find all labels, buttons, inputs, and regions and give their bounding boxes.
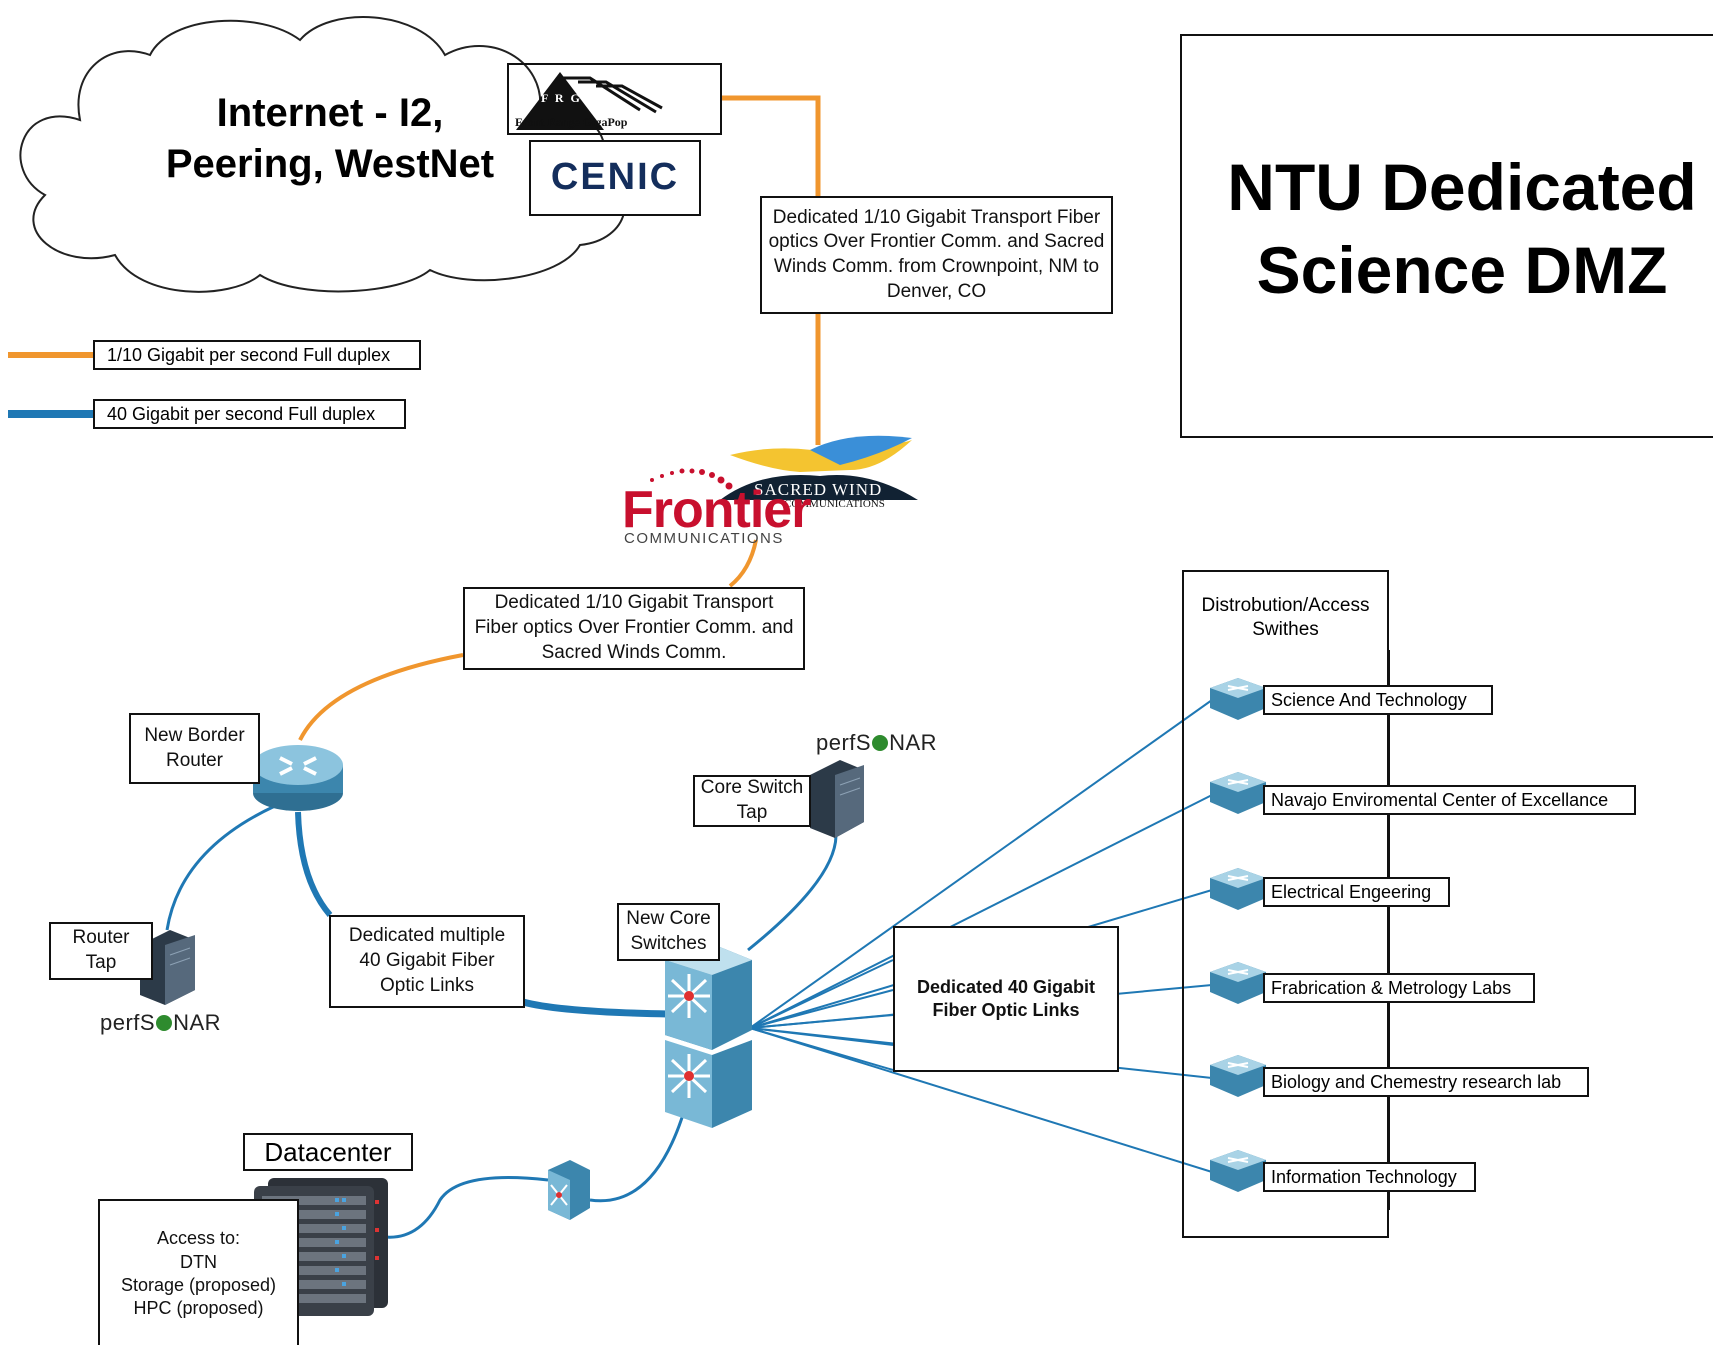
link-core-to-core-tap <box>747 835 838 952</box>
transport-mid-box: Dedicated 1/10 Gigabit Transport Fiber o… <box>463 587 805 670</box>
datacenter-title: Datacenter <box>243 1133 413 1171</box>
switch-label-science-technology: Science And Technology <box>1263 685 1493 715</box>
datacenter-access-box: Access to: DTN Storage (proposed) HPC (p… <box>98 1199 299 1345</box>
switch-label-electrical-engineering: Electrical Engeering <box>1263 877 1450 907</box>
link-router-to-multi40g <box>295 811 333 917</box>
perfsonar-dot-icon <box>872 735 889 751</box>
cenic-text: CENIC <box>550 156 680 199</box>
link-router-to-router-tap <box>165 804 276 931</box>
sacred-wind-eagle-icon <box>720 435 918 500</box>
link-frontier-to-transport <box>728 539 758 588</box>
frontier-sub: COMMUNICATIONS <box>624 530 784 547</box>
multi-40g-links-box: Dedicated multiple 40 Gigabit Fiber Opti… <box>329 915 525 1008</box>
internet-cloud <box>19 16 626 293</box>
sacred-wind-sub: COMMUNICATIONS <box>784 498 885 510</box>
legend-item-blue: 40 Gigabit per second Full duplex <box>93 399 406 429</box>
switch-label-information-technology: Information Technology <box>1263 1162 1476 1192</box>
core-switches-label: New Core Switches <box>617 903 720 961</box>
switch-label-fabrication-metrology: Frabrication & Metrology Labs <box>1263 973 1535 1003</box>
link-small-switch-to-datacenter <box>384 1176 549 1239</box>
frgp-initials: F R G P <box>541 91 597 105</box>
core-switch-tap-label: Core Switch Tap <box>693 775 811 827</box>
perfsonar-dot-icon <box>156 1015 173 1031</box>
sacred-wind-name: SACRED WIND <box>754 480 883 499</box>
page-title: NTU Dedicated Science DMZ <box>1227 150 1697 307</box>
border-router-label: New Border Router <box>129 713 260 784</box>
internet-cloud-title: Internet - I2, Peering, WestNet <box>165 91 495 187</box>
transport-top-box: Dedicated 1/10 Gigabit Transport Fiber o… <box>760 196 1113 314</box>
core-tap-server-icon <box>810 760 864 838</box>
switch-label-biology-chemistry: Biology and Chemestry research lab <box>1263 1067 1589 1097</box>
link-frgp-to-transport <box>722 95 821 196</box>
frontier-name: Frontier <box>622 481 811 539</box>
small-switch-icon <box>548 1160 590 1220</box>
title-box: NTU Dedicated Science DMZ <box>1180 34 1713 438</box>
router-tap-server-icon <box>140 930 195 1005</box>
core-switch-icon <box>665 945 752 1128</box>
cenic-logo: CENIC <box>529 140 701 216</box>
frgp-name: Front Range GigaPop <box>515 115 628 129</box>
link-multi40g-to-core <box>522 998 669 1018</box>
frgp-mountain-icon <box>516 72 663 130</box>
legend-item-orange: 1/10 Gigabit per second Full duplex <box>93 340 421 370</box>
frgp-logo: F R G P Front Range GigaPop <box>507 63 722 135</box>
distribution-title: Distrobution/Access Swithes <box>1201 595 1370 640</box>
link-transport-to-router <box>298 653 464 741</box>
switch-label-navajo-environmental: Navajo Enviromental Center of Excellance <box>1263 785 1636 815</box>
router-tap-label: Router Tap <box>49 922 153 980</box>
frontier-arc <box>650 468 733 490</box>
dedicated-40g-links-box: Dedicated 40 Gigabit Fiber Optic Links <box>893 926 1119 1072</box>
router-icon <box>253 745 343 811</box>
distribution-switch-icons <box>1210 678 1266 1192</box>
